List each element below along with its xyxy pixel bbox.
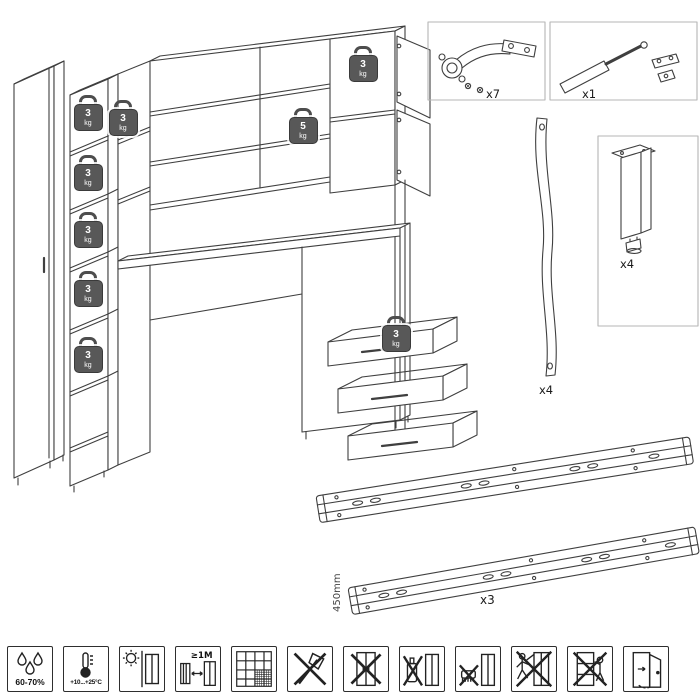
slide-count-label: x3	[480, 593, 495, 607]
humidity-range: 60-70%	[15, 677, 45, 688]
wardrobe	[13, 60, 65, 486]
care-icon-no-axe	[287, 646, 333, 692]
weight-handle-icon	[387, 316, 405, 326]
hinge-box: x7	[427, 21, 546, 101]
hutch-cabinet	[329, 25, 431, 197]
weight-handle-icon	[79, 271, 97, 281]
weight-value: 3	[393, 328, 399, 340]
care-icon-temperature: +10...+25°C	[63, 646, 109, 692]
drawer-slides: x3 450mm	[315, 436, 700, 615]
weight-unit: kg	[84, 295, 92, 303]
hinge-count-label: x7	[486, 87, 500, 101]
care-icon-no-hanging-on-doors	[511, 646, 557, 692]
weight-unit: kg	[84, 119, 92, 127]
weight-unit: kg	[84, 361, 92, 369]
weight-handle-icon	[114, 100, 132, 110]
care-icon-no-solvents	[399, 646, 445, 692]
weight-handle-icon	[79, 155, 97, 165]
desk	[117, 222, 411, 321]
weight-value: 3	[85, 167, 91, 179]
weight-handle-icon	[79, 95, 97, 105]
sunlight-icon	[122, 649, 160, 688]
care-icon-no-direct-sunlight	[119, 646, 165, 692]
care-icon-humidity: 60-70%	[7, 646, 53, 692]
weight-unit: kg	[359, 70, 367, 78]
care-icon-strip: 60-70% +10...+25°C	[7, 646, 669, 692]
weight-value: 3	[85, 349, 91, 361]
weight-handle-icon	[354, 46, 372, 56]
weight-value: 3	[85, 107, 91, 119]
no-solvents-icon	[402, 653, 440, 687]
weight-value: 3	[85, 283, 91, 295]
weight-value: 3	[360, 58, 366, 70]
no-climbing-icon	[572, 651, 608, 687]
close-doors-icon	[632, 651, 662, 689]
weight-handle-icon	[294, 108, 312, 118]
weight-handle-icon	[79, 337, 97, 347]
wall-strap: x4	[535, 117, 557, 397]
leg-box: x4	[597, 135, 699, 327]
care-icon-close-doors	[623, 646, 669, 692]
weight-value: 3	[120, 112, 126, 124]
slide-length-label: 450mm	[332, 573, 343, 612]
wall-strap-count-label: x4	[539, 383, 553, 397]
temperature-icon	[80, 652, 93, 679]
no-axe-icon	[293, 652, 327, 686]
care-icon-no-abrasives	[455, 646, 501, 692]
gas-strut-count-label: x1	[582, 87, 596, 101]
ventilation-icon	[236, 651, 272, 687]
weight-unit: kg	[299, 132, 307, 140]
weight-value: 5	[300, 120, 306, 132]
no-scratching-icon	[350, 651, 382, 687]
humidity-icon	[17, 651, 43, 675]
care-icon-ventilation	[231, 646, 277, 692]
weight-value: 3	[85, 224, 91, 236]
care-icon-no-scratching	[343, 646, 389, 692]
min-distance-icon: ≥1M	[180, 651, 216, 686]
leg-count-label: x4	[620, 257, 634, 271]
min-distance-label: ≥1M	[191, 651, 213, 661]
weight-unit: kg	[392, 340, 400, 348]
weight-handle-icon	[79, 212, 97, 222]
temperature-range: +10...+25°C	[70, 679, 102, 687]
care-icon-no-climbing	[567, 646, 613, 692]
care-icon-min-distance: ≥1M	[175, 646, 221, 692]
weight-unit: kg	[84, 236, 92, 244]
weight-unit: kg	[84, 179, 92, 187]
gas-strut-box: x1	[549, 21, 698, 101]
no-abrasives-icon	[458, 653, 496, 687]
no-hanging-icon	[515, 650, 553, 688]
weight-unit: kg	[119, 124, 127, 132]
